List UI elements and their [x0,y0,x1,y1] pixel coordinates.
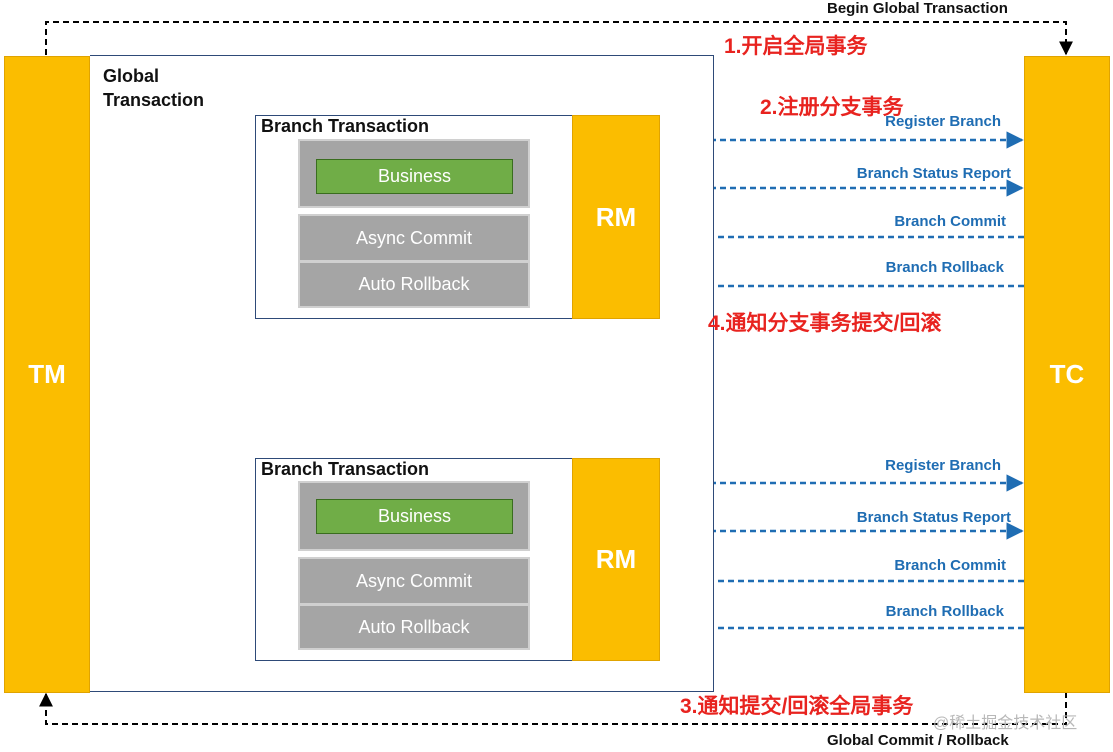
branch-transaction-title-top: Branch Transaction [261,116,430,136]
rm-component-top: RM [572,115,660,319]
branch-status-report-label-top: Branch Status Report [856,165,1011,182]
global-transaction-label: Global Transaction [103,66,205,110]
branch-commit-label-top: Branch Commit [894,213,1006,230]
business-box-top: Business [316,159,513,194]
rm-label: RM [595,544,637,574]
async-commit-box-top: Async Commit [298,214,530,262]
step1-label: 1.开启全局事务 [724,35,868,58]
tc-label: TC [1049,359,1085,389]
step2-label: 2.注册分支事务 [760,96,904,119]
branch-transaction-title-bottom: Branch Transaction [261,459,430,479]
global-commit-path [39,692,1067,725]
async-commit-label: Async Commit [355,570,472,591]
tm-component: TM [4,56,90,693]
rm-component-bottom: RM [572,458,660,661]
global-commit-rollback-label: Global Commit / Rollback [827,732,1009,749]
async-commit-box-bottom: Async Commit [298,557,530,605]
auto-rollback-box-top: Auto Rollback [298,261,530,308]
auto-rollback-label: Auto Rollback [358,274,470,294]
branch-rollback-label-top: Branch Rollback [885,259,1004,276]
async-commit-label: Async Commit [355,227,472,248]
begin-global-path [45,21,1073,56]
branch-status-report-label-bottom: Branch Status Report [856,509,1011,526]
business-box-bottom: Business [316,499,513,534]
tc-component: TC [1024,56,1110,693]
auto-rollback-label: Auto Rollback [358,616,470,637]
branch-rollback-label-bottom: Branch Rollback [885,603,1004,620]
branch-commit-label-bottom: Branch Commit [894,557,1006,574]
business-label: Business [377,506,452,526]
undo-log-label-top: UNDO LOG [145,207,201,252]
step3-label: 3.通知提交/回滚全局事务 [680,695,914,718]
register-branch-label-bottom: Register Branch [885,457,1001,474]
rm-label: RM [595,201,637,232]
step4-label: 4.通知分支事务提交/回滚 [708,312,942,335]
undo-log-label-bottom: UNDO LOG [145,550,201,595]
auto-rollback-box-bottom: Auto Rollback [298,604,530,650]
business-label: Business [377,166,452,186]
watermark-text: @稀土掘金技术社区 [933,715,1078,732]
tm-label: TM [28,359,66,389]
begin-global-transaction-label: Begin Global Transaction [827,0,1008,17]
register-branch-label-top: Register Branch [885,113,1001,130]
